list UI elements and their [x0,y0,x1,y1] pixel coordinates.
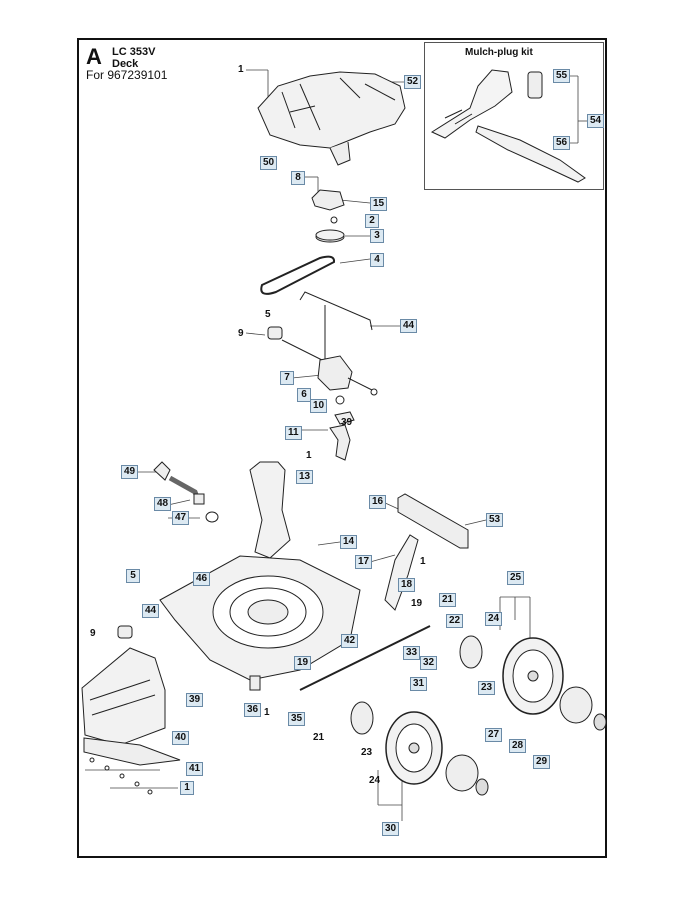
callout-52[interactable]: 52 [404,75,422,89]
callout-16[interactable]: 16 [369,495,387,509]
callout-48[interactable]: 48 [154,497,172,511]
callout-44-top[interactable]: 44 [400,319,418,333]
callout-19[interactable]: 19 [294,656,312,670]
bracket-part [311,189,345,211]
front-cover-part [81,647,166,746]
callout-35[interactable]: 35 [288,712,306,726]
model-title: LC 353V Deck [112,46,155,70]
callout-17[interactable]: 17 [355,555,373,569]
callout-28[interactable]: 28 [509,739,527,753]
callout-8[interactable]: 8 [291,171,305,185]
drive-belt-part [260,255,336,295]
callout-44-left[interactable]: 44 [142,604,160,618]
serial-line: For 967239101 [86,68,168,82]
model-name: LC 353V [112,46,156,58]
callout-7[interactable]: 7 [280,371,294,385]
callout-2[interactable]: 2 [365,214,379,228]
callout-23[interactable]: 23 [478,681,496,695]
callout-21[interactable]: 21 [439,593,457,607]
top-cover-part [257,71,406,166]
spacer-part [117,625,133,639]
gearbox-part [267,291,378,461]
handle-part [153,461,219,523]
callout-30[interactable]: 30 [382,822,400,836]
mulch-kit-inset [424,42,604,190]
callout-42[interactable]: 42 [341,634,359,648]
mulch-plug-part [430,69,543,139]
callout-22[interactable]: 22 [446,614,464,628]
callout-41[interactable]: 41 [186,762,204,776]
callout-50[interactable]: 50 [260,156,278,170]
callout-33[interactable]: 33 [403,646,421,660]
assembly-name: Deck [112,58,139,70]
label-9-upper: 9 [238,328,244,339]
section-letter: A [86,44,102,69]
label-5a: 5 [265,309,271,320]
front-hub-nut-part [475,778,489,796]
callout-4[interactable]: 4 [370,253,384,267]
callout-6[interactable]: 6 [297,388,311,402]
height-lever-part [249,461,291,559]
callout-15[interactable]: 15 [370,197,388,211]
skirt-plate-part [83,737,181,766]
label-24-lower: 24 [369,775,381,786]
callout-53[interactable]: 53 [486,513,504,527]
hub-nut-part [593,713,607,731]
callout-31[interactable]: 31 [410,677,428,691]
label-39-upper: 39 [341,417,353,428]
rear-wheel-part [502,637,564,715]
label-1-lower: 1 [264,707,270,718]
axle-part [299,625,431,691]
callout-54[interactable]: 54 [587,114,605,128]
diagram-frame [77,38,607,858]
axle-bar-part [397,493,469,549]
callout-49[interactable]: 49 [121,465,139,479]
callout-14[interactable]: 14 [340,535,358,549]
front-gear-part [350,701,374,735]
leader-lines [85,69,587,821]
callout-29[interactable]: 29 [533,755,551,769]
callout-27[interactable]: 27 [485,728,503,742]
screw-parts [89,757,153,795]
label-19-upper: 19 [411,598,423,609]
callout-5-left[interactable]: 5 [126,569,140,583]
label-23-lower: 23 [361,747,373,758]
callout-10[interactable]: 10 [310,399,328,413]
callout-1-bottom[interactable]: 1 [180,781,194,795]
callout-55[interactable]: 55 [553,69,571,83]
callout-13[interactable]: 13 [296,470,314,484]
mulch-blade-part [475,125,586,183]
callout-24[interactable]: 24 [485,612,503,626]
callout-36[interactable]: 36 [244,703,262,717]
rear-lever-part [384,534,419,611]
label-9-lower: 9 [90,628,96,639]
label-1-mid: 1 [306,450,312,461]
label-1-top: 1 [238,64,244,75]
callout-46[interactable]: 46 [193,572,211,586]
washer-part [330,216,338,224]
rear-hubcap-part [559,686,593,724]
callout-11[interactable]: 11 [285,426,302,440]
front-hubcap-part [445,754,479,792]
wheel-gear-part [459,635,483,669]
label-1-right: 1 [420,556,426,567]
bracket-small-part [249,675,261,691]
callout-3[interactable]: 3 [370,229,384,243]
mulch-kit-title: Mulch-plug kit [465,47,533,58]
callout-40[interactable]: 40 [172,731,190,745]
callout-18[interactable]: 18 [398,578,416,592]
callout-56[interactable]: 56 [553,136,571,150]
callout-32[interactable]: 32 [420,656,438,670]
front-wheel-part [385,711,443,785]
callout-25[interactable]: 25 [507,571,525,585]
callout-39[interactable]: 39 [186,693,204,707]
mower-deck-part [159,555,361,681]
callout-47[interactable]: 47 [172,511,190,525]
label-21-lower: 21 [313,732,325,743]
